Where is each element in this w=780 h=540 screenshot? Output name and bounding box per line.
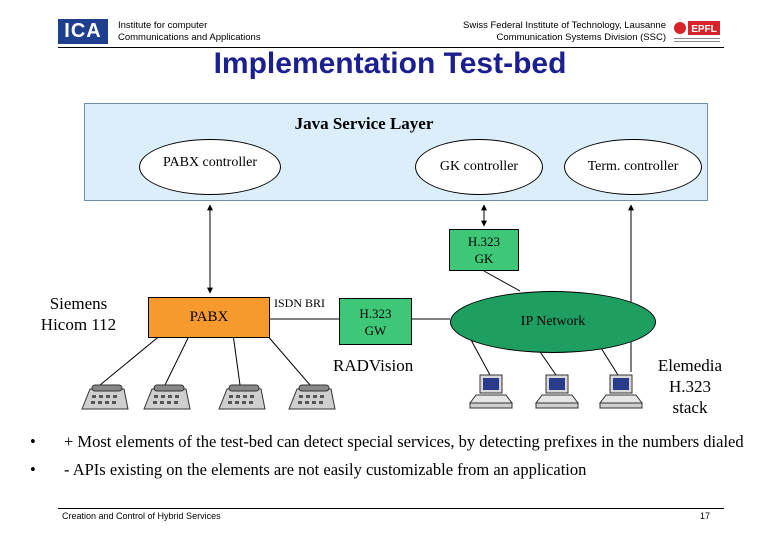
phone-link-3 <box>232 333 241 386</box>
phone-link-2 <box>164 333 191 386</box>
radvision-label: RADVision <box>333 356 414 375</box>
institute-name: Institute for computer Communications an… <box>118 20 261 44</box>
pabx-box: PABX <box>148 297 270 338</box>
ica-logo: ICA <box>58 19 108 44</box>
page-title: Implementation Test-bed <box>213 47 567 80</box>
h323-gk-line-2: GK <box>474 251 494 266</box>
h323-gw-line-2: GW <box>364 322 387 338</box>
h323-gk-box: H.323 GK <box>449 229 519 271</box>
computer-icon <box>469 374 513 409</box>
term-controller: Term. controller <box>564 139 702 195</box>
phone-link-1 <box>99 333 163 386</box>
bullet-dot: • <box>30 432 36 451</box>
elemedia-line-3: stack <box>672 398 708 417</box>
pabx-controller: PABX controller <box>139 139 281 195</box>
bullet-item: • + Most elements of the test-bed can de… <box>30 432 760 452</box>
computer-icon <box>599 374 643 409</box>
institute-line-1: Institute for computer <box>118 20 208 31</box>
university-line-2: Communication Systems Division (SSC) <box>496 32 666 43</box>
h323-gw-line-1: H.323 <box>359 305 392 321</box>
university-name: Swiss Federal Institute of Technology, L… <box>463 20 666 44</box>
bullet-text: + Most elements of the test-bed can dete… <box>64 432 744 451</box>
pc-link-1 <box>469 337 491 376</box>
bullet-dot: • <box>30 460 36 479</box>
pabx-label: PABX <box>189 309 229 325</box>
elemedia-line-2: H.323 <box>668 377 712 396</box>
telephone-icon <box>218 384 266 410</box>
epfl-logo-icon: EPFL <box>674 21 720 42</box>
siemens-label: Siemens Hicom 112 <box>26 293 131 335</box>
pabx-controller-label: PABX controller <box>163 155 257 170</box>
elemedia-label: Elemedia H.323 stack <box>640 355 740 418</box>
isdn-bri-label: ISDN BRI <box>274 296 326 310</box>
bullet-list: • + Most elements of the test-bed can de… <box>30 432 760 488</box>
footer-divider <box>58 508 724 509</box>
gk-controller-label: GK controller <box>439 159 519 174</box>
java-service-layer-label: Java Service Layer <box>294 114 434 133</box>
telephone-icon <box>288 384 336 410</box>
telephone-icon <box>81 384 129 410</box>
bullet-item: • - APIs existing on the elements are no… <box>30 460 760 480</box>
h323-gw-box: H.323 GW <box>339 298 412 345</box>
header-divider <box>58 47 724 48</box>
svg-text:EPFL: EPFL <box>691 24 717 35</box>
gk-network-link <box>483 270 521 292</box>
university-line-1: Swiss Federal Institute of Technology, L… <box>463 20 666 31</box>
siemens-line-1: Siemens <box>49 294 108 313</box>
term-controller-label: Term. controller <box>587 159 679 174</box>
footer-title: Creation and Control of Hybrid Services <box>62 511 221 521</box>
computer-icon <box>535 374 579 409</box>
bullet-text: - APIs existing on the elements are not … <box>64 460 587 479</box>
page-number: 17 <box>700 511 711 521</box>
elemedia-line-1: Elemedia <box>657 356 723 375</box>
ip-network-label: IP Network <box>520 314 586 329</box>
h323-gk-line-1: H.323 <box>467 234 501 249</box>
institute-line-2: Communications and Applications <box>118 32 261 43</box>
ip-network: IP Network <box>450 291 656 353</box>
telephone-icon <box>143 384 191 410</box>
phone-link-4 <box>265 333 311 386</box>
gk-controller: GK controller <box>415 139 543 195</box>
siemens-line-2: Hicom 112 <box>40 315 117 334</box>
